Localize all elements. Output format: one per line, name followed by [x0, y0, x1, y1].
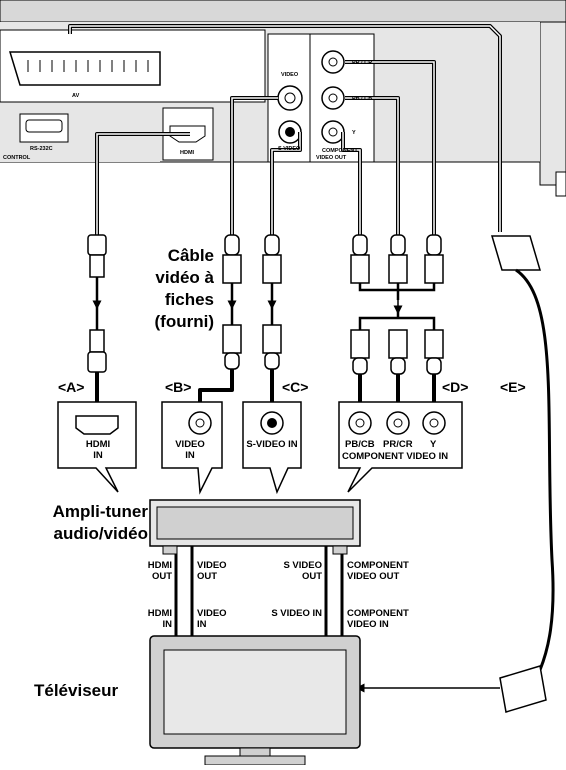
player-video-out-label: VIDEO OUT	[316, 155, 347, 161]
player-hdmi-label: HDMI	[180, 150, 195, 156]
amp-pb-label: PB/CB	[345, 439, 375, 450]
tv-video-in-label: VIDEO IN	[197, 608, 227, 630]
tv-svideo-in-label: S VIDEO IN	[271, 608, 322, 619]
player-y-label: Y	[352, 130, 356, 136]
scart-port	[8, 51, 161, 86]
amp-hdmi-out-label: HDMI OUT	[147, 560, 172, 582]
player-pb-label: PB / CB	[352, 96, 373, 102]
flow-arrows	[92, 290, 403, 315]
amp-video-in-label: VIDEO IN	[175, 439, 205, 461]
player-rear-panel	[0, 0, 566, 197]
amp-component-video-out-label: COMPONENT VIDEO OUT	[347, 560, 409, 582]
player-svideo-label: S VIDEO	[278, 146, 301, 152]
amp-hdmi-in-jack	[75, 415, 119, 435]
tv-label: Téléviseur	[34, 681, 119, 700]
av-receiver	[149, 499, 361, 555]
amp-to-tv-cables	[174, 546, 344, 636]
amp-input-jacks	[75, 411, 446, 435]
tag-c: <C>	[282, 379, 309, 395]
tag-b: <B>	[165, 379, 192, 395]
rs232c-port	[25, 119, 63, 133]
tag-e: <E>	[500, 379, 526, 395]
plug-stubs	[95, 369, 436, 402]
amp-svideo-out-label: S VIDEO OUT	[283, 560, 322, 582]
television	[149, 635, 361, 766]
tag-a: <A>	[58, 379, 85, 395]
amp-video-out-label: VIDEO OUT	[197, 560, 227, 582]
amp-y-label: Y	[430, 439, 437, 450]
plugs-bottom	[87, 324, 444, 375]
cable-highlights	[69, 25, 501, 235]
player-video-label: VIDEO	[281, 72, 299, 78]
amp-component-video-in-label: COMPONENT VIDEO IN	[342, 451, 449, 462]
player-component-label: COMPONENT	[322, 148, 358, 154]
cable-callout: Câble vidéo à fiches (fourni)	[154, 246, 214, 331]
tv-hdmi-in-label: HDMI IN	[147, 608, 172, 630]
player-control-label: CONTROL	[3, 155, 31, 161]
player-av-label: AV	[72, 93, 80, 99]
amp-label: Ampli-tuner audio/vidéo	[52, 502, 148, 543]
player-rs232c-label: RS-232C	[30, 146, 53, 152]
player-pr-label: PR / CR	[352, 60, 373, 66]
tag-d: <D>	[442, 379, 469, 395]
amp-hdmi-in-label: HDMI IN	[85, 439, 111, 461]
scart-cable-e	[355, 235, 555, 713]
tv-component-video-in-label: COMPONENT VIDEO IN	[347, 608, 409, 630]
amp-svideo-in-label: S-VIDEO IN	[246, 439, 298, 450]
amp-pr-label: PR/CR	[383, 439, 413, 450]
